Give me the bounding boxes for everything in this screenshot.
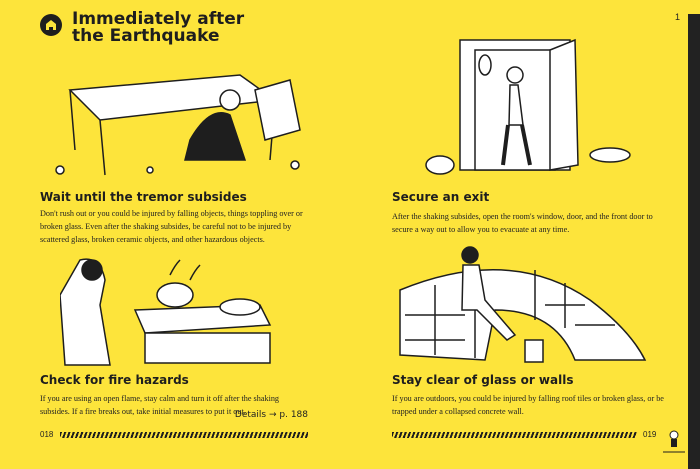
illustration-stove [60, 258, 272, 366]
section-body: Don't rush out or you could be injured b… [40, 209, 303, 244]
section-title: Check for fire hazards [40, 373, 189, 387]
details-link[interactable]: Details → p. 188 [234, 410, 308, 420]
mascot-icon [663, 430, 685, 453]
page-title: Immediately after the Earthquake [72, 9, 245, 46]
section-title: Wait until the tremor subsides [40, 190, 247, 204]
section-body: After the shaking subsides, open the roo… [392, 212, 653, 234]
page-number-right: 019 [643, 430, 657, 439]
house-icon [40, 14, 62, 36]
section-body: If you are outdoors, you could be injure… [392, 394, 664, 416]
section-body: If you are using an open flame, stay cal… [40, 394, 280, 416]
hazard-stripe [392, 432, 637, 438]
section-title: Secure an exit [392, 190, 490, 204]
illustration-under-table [55, 74, 301, 176]
illustration-collapsing-wall [399, 246, 647, 363]
tab-number: 1 [675, 12, 681, 22]
page-number-left: 018 [40, 430, 54, 439]
hazard-stripe [60, 432, 308, 438]
page-edge-tab [688, 14, 700, 469]
illustration-open-door [425, 38, 631, 175]
section-title: Stay clear of glass or walls [392, 373, 574, 387]
